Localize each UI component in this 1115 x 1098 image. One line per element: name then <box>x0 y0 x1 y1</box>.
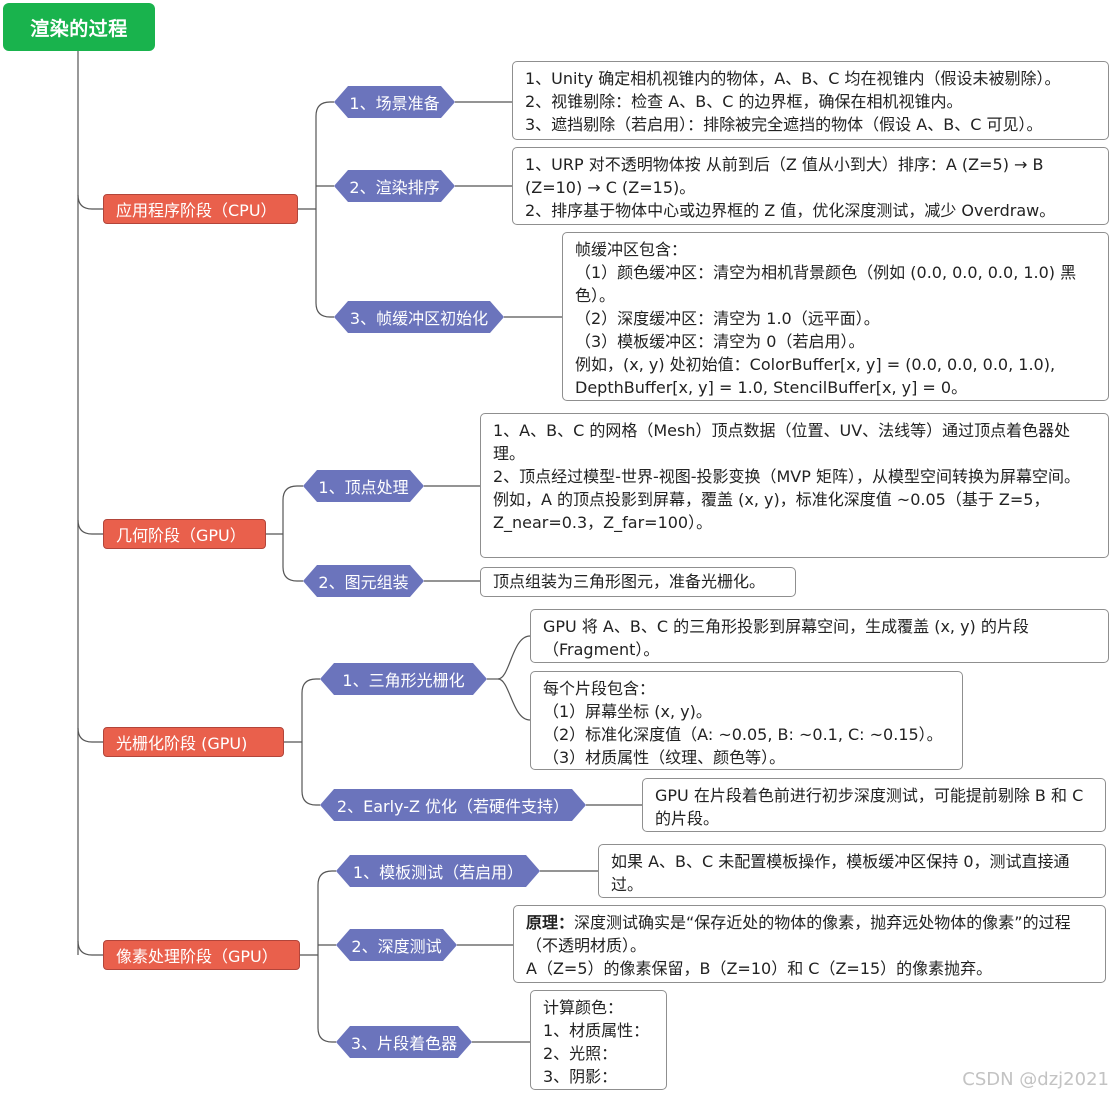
note-line: （1）屏幕坐标 (x, y)。 <box>543 702 712 721</box>
note-line: 例如，A 的顶点投影到屏幕，覆盖 (x, y)，标准化深度值 ~0.05（基于 … <box>493 490 1050 532</box>
note-line: 1、Unity 确定相机视锥内的物体，A、B、C 均在视锥内（假设未被剔除）。 <box>525 69 1061 88</box>
note-line: （2）深度缓冲区：清空为 1.0（远平面）。 <box>575 309 880 328</box>
note-fragment-generation: GPU 将 A、B、C 的三角形投影到屏幕空间，生成覆盖 (x, y) 的片段（… <box>530 609 1109 663</box>
note-line: 2、排序基于物体中心或边界框的 Z 值，优化深度测试，减少 Overdraw。 <box>525 201 1056 220</box>
stage-geometry-gpu[interactable]: 几何阶段（GPU） <box>103 519 266 549</box>
note-line: 原理：深度测试确实是“保存近处的物体的像素，抛弃远处物体的像素”的过程（不透明材… <box>526 913 1071 955</box>
note-line: GPU 在片段着色前进行初步深度测试，可能提前剔除 B 和 C 的片段。 <box>655 786 1084 828</box>
step-vertex-processing[interactable]: 1、顶点处理 <box>303 470 424 502</box>
step-primitive-assembly[interactable]: 2、图元组装 <box>303 565 424 597</box>
step-fragment-shader[interactable]: 3、片段着色器 <box>336 1026 472 1058</box>
csdn-watermark: CSDN @dzj2021 <box>962 1069 1109 1090</box>
stage-rasterization-gpu[interactable]: 光栅化阶段 (GPU) <box>103 727 284 757</box>
note-depth-test: 原理：深度测试确实是“保存近处的物体的像素，抛弃远处物体的像素”的过程（不透明材… <box>513 905 1106 983</box>
note-line: （3）模板缓冲区：清空为 0（若启用）。 <box>575 332 865 351</box>
note-line: 每个片段包含： <box>543 679 656 698</box>
note-line: （2）标准化深度值（A: ~0.05, B: ~0.1, C: ~0.15）。 <box>543 725 943 744</box>
stage-application-cpu[interactable]: 应用程序阶段（CPU） <box>103 194 298 224</box>
note-framebuffer-init: 帧缓冲区包含： （1）颜色缓冲区：清空为相机背景颜色（例如 (0.0, 0.0,… <box>562 232 1109 401</box>
note-line: 1、材质属性： <box>543 1021 650 1040</box>
note-vertex-processing: 1、A、B、C 的网格（Mesh）顶点数据（位置、UV、法线等）通过顶点着色器处… <box>480 413 1109 558</box>
note-stencil-test: 如果 A、B、C 未配置模板操作，模板缓冲区保持 0，测试直接通过。 <box>598 844 1106 898</box>
step-render-sort[interactable]: 2、渲染排序 <box>334 170 455 202</box>
step-depth-test[interactable]: 2、深度测试 <box>336 929 457 961</box>
principle-label: 原理： <box>526 913 575 932</box>
step-triangle-rasterization[interactable]: 1、三角形光栅化 <box>320 663 487 695</box>
note-line: 1、A、B、C 的网格（Mesh）顶点数据（位置、UV、法线等）通过顶点着色器处… <box>493 421 1071 463</box>
note-line: A（Z=5）的像素保留，B（Z=10）和 C（Z=15）的像素抛弃。 <box>526 959 993 978</box>
note-fragment-shader: 计算颜色： 1、材质属性： 2、光照： 3、阴影： <box>530 990 667 1090</box>
note-line: （1）颜色缓冲区：清空为相机背景颜色（例如 (0.0, 0.0, 0.0, 1.… <box>575 263 1077 305</box>
note-line: 2、视锥剔除：检查 A、B、C 的边界框，确保在相机视锥内。 <box>525 92 963 111</box>
note-line: GPU 将 A、B、C 的三角形投影到屏幕空间，生成覆盖 (x, y) 的片段（… <box>543 617 1029 659</box>
note-fragment-contents: 每个片段包含： （1）屏幕坐标 (x, y)。 （2）标准化深度值（A: ~0.… <box>530 671 963 770</box>
note-line: 计算颜色： <box>543 998 624 1017</box>
note-line: 1、URP 对不透明物体按 从前到后（Z 值从小到大）排序：A (Z=5) → … <box>525 155 1044 197</box>
note-line: 2、顶点经过模型-世界-视图-投影变换（MVP 矩阵），从模型空间转换为屏幕空间… <box>493 467 1080 486</box>
note-line: 例如，(x, y) 处初始值：ColorBuffer[x, y] = (0.0,… <box>575 355 1056 374</box>
step-early-z[interactable]: 2、Early-Z 优化（若硬件支持） <box>320 789 586 821</box>
note-line: 帧缓冲区包含： <box>575 240 688 259</box>
note-scene-prep: 1、Unity 确定相机视锥内的物体，A、B、C 均在视锥内（假设未被剔除）。 … <box>512 61 1109 140</box>
note-primitive-assembly: 顶点组装为三角形图元，准备光栅化。 <box>480 567 796 597</box>
note-line: 3、阴影： <box>543 1067 618 1086</box>
root-node-title[interactable]: 渲染的过程 <box>3 3 155 51</box>
note-line: 如果 A、B、C 未配置模板操作，模板缓冲区保持 0，测试直接通过。 <box>611 852 1070 894</box>
step-framebuffer-init[interactable]: 3、帧缓冲区初始化 <box>334 301 504 333</box>
note-early-z: GPU 在片段着色前进行初步深度测试，可能提前剔除 B 和 C 的片段。 <box>642 778 1106 832</box>
step-stencil-test[interactable]: 1、模板测试（若启用） <box>336 855 540 887</box>
note-line: 3、遮挡剔除（若启用）：排除被完全遮挡的物体（假设 A、B、C 可见）。 <box>525 115 1043 134</box>
note-line: （3）材质属性（纹理、颜色等）。 <box>543 748 786 767</box>
note-line: 2、光照： <box>543 1044 618 1063</box>
note-line: DepthBuffer[x, y] = 1.0, StencilBuffer[x… <box>575 378 968 397</box>
stage-pixel-processing-gpu[interactable]: 像素处理阶段（GPU） <box>103 940 300 970</box>
note-render-sort: 1、URP 对不透明物体按 从前到后（Z 值从小到大）排序：A (Z=5) → … <box>512 147 1109 225</box>
step-scene-prep[interactable]: 1、场景准备 <box>334 86 455 118</box>
note-line: 顶点组装为三角形图元，准备光栅化。 <box>493 572 766 591</box>
